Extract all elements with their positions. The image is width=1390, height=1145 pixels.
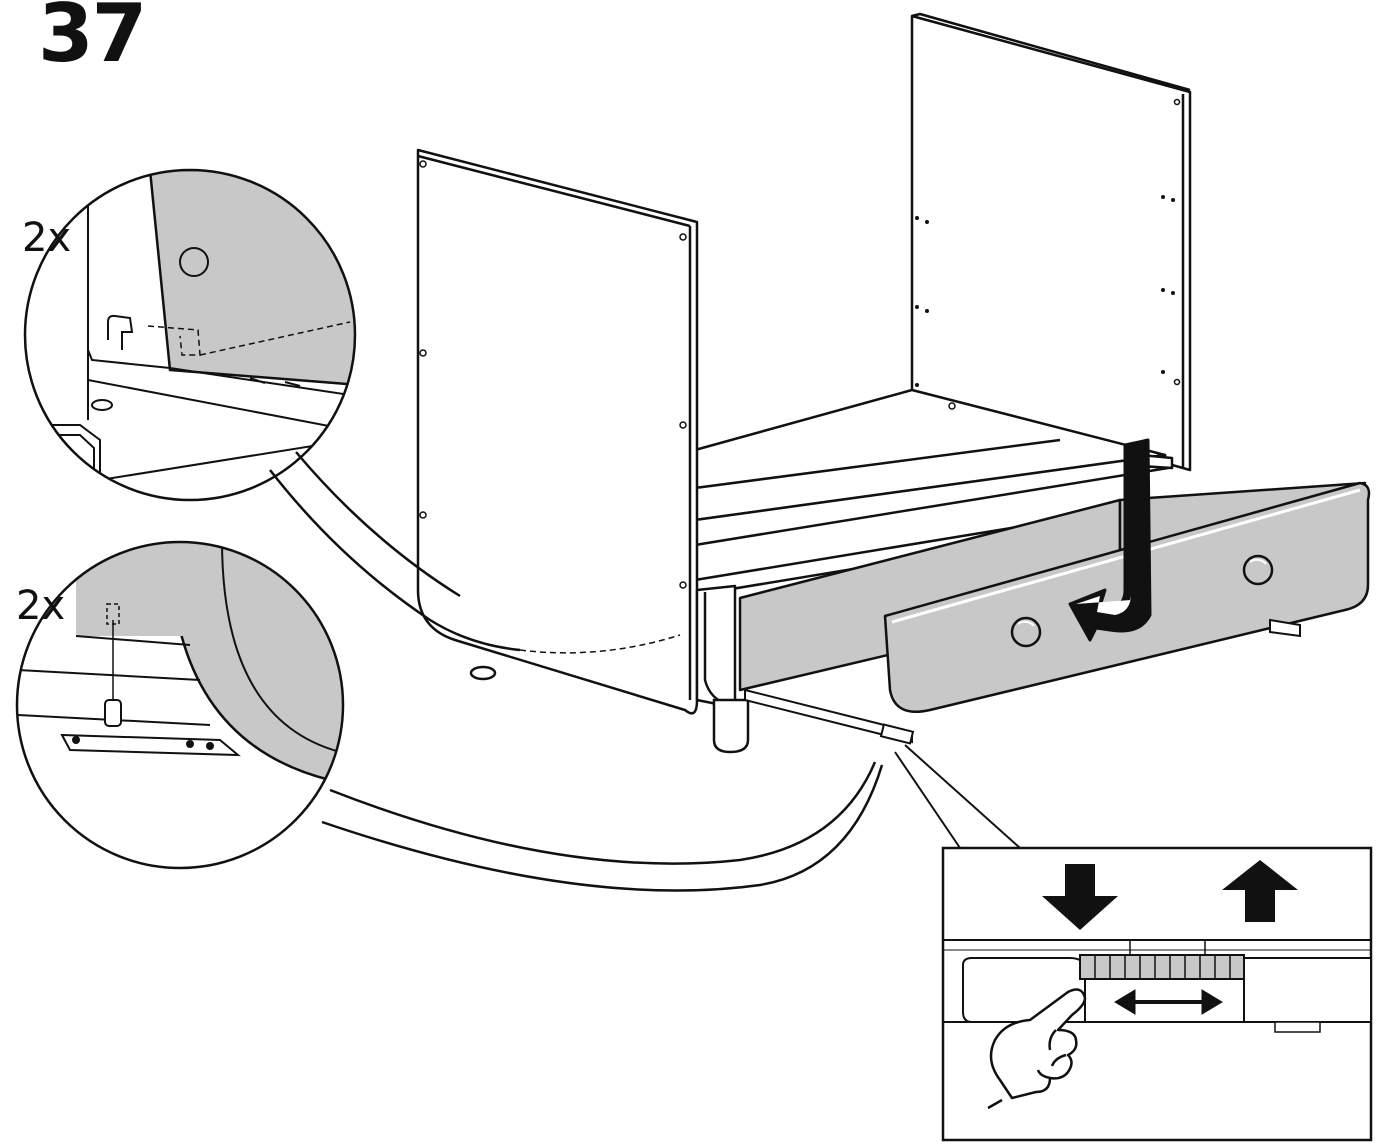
callout-connector-bottom xyxy=(329,761,877,865)
detail-circle-top xyxy=(23,168,357,502)
panel-holes xyxy=(419,98,1181,589)
detail-box-runner xyxy=(941,846,1373,1142)
back-panel xyxy=(910,12,1192,472)
step-number: 37 xyxy=(38,0,147,80)
cabinet-frame xyxy=(416,12,1192,715)
quantity-label-bottom: 2x xyxy=(16,583,66,629)
callout-connector-box xyxy=(894,744,1021,849)
drawer-runner xyxy=(744,618,1301,745)
front-post xyxy=(695,584,737,709)
arrow-down-icon xyxy=(1042,864,1118,930)
callout-connector-top xyxy=(269,469,521,652)
legs xyxy=(469,665,750,754)
detail-circle-bottom xyxy=(15,540,345,870)
hand-pointer-icon xyxy=(987,988,1087,1110)
double-arrow-icon xyxy=(1114,989,1223,1015)
quantity-label-top: 2x xyxy=(22,215,72,261)
curved-arrow-icon xyxy=(1068,438,1152,642)
side-panel-left xyxy=(416,148,699,715)
arrow-up-icon xyxy=(1222,860,1298,922)
